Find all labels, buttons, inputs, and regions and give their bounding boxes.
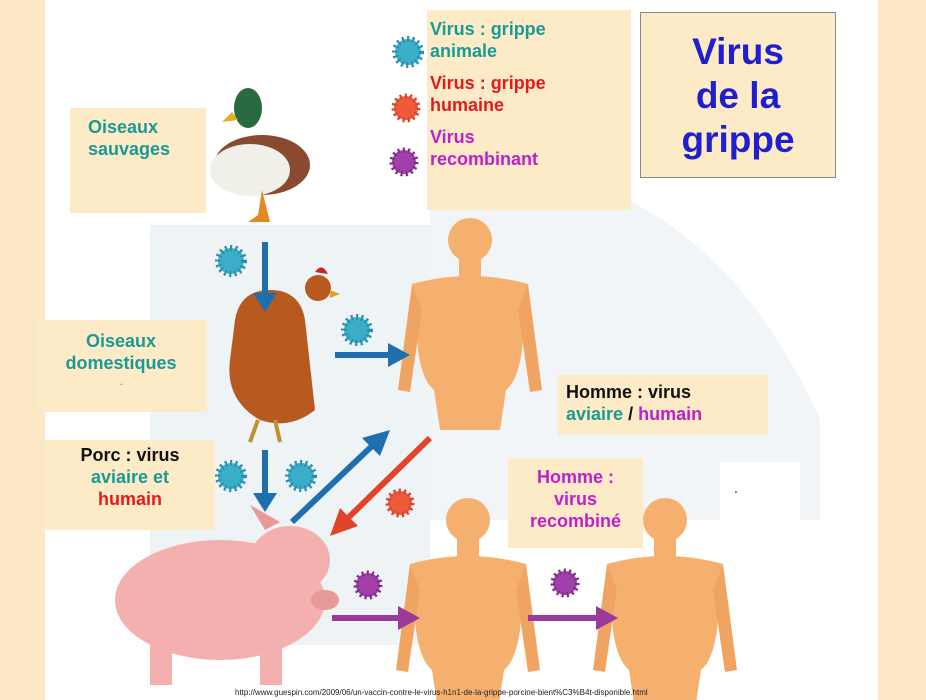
animal-virus-icon: [218, 248, 244, 274]
animal-virus-icon: [344, 317, 370, 343]
human-virus-icon: [388, 491, 412, 515]
animal-virus-icon: [218, 463, 244, 489]
pig-label-human: humain: [45, 488, 215, 510]
title-line-1: Virus: [641, 30, 835, 74]
recombinant-virus-icon: [553, 571, 577, 595]
recombinant-virus-icon: [392, 150, 416, 174]
note-dot: .: [734, 480, 738, 496]
human-recombined-text: Homme : virus recombiné: [517, 466, 635, 532]
legend-box: Virus : grippe animale Virus : grippe hu…: [427, 10, 631, 210]
wild-birds-text: Oiseaux sauvages: [88, 116, 188, 160]
pig-label: Porc : virus aviaire et humain: [45, 440, 215, 530]
legend-recombinant-virus: Virus recombinant: [430, 126, 540, 170]
legend-human-virus: Virus : grippe humaine: [430, 72, 595, 116]
animal-virus-icon: [288, 463, 314, 489]
wild-birds-label: Oiseaux sauvages: [70, 108, 206, 213]
recombinant-virus-icon: [356, 573, 380, 597]
human-avian-human: humain: [638, 404, 702, 424]
title-line-3: grippe: [641, 118, 835, 162]
human-recombined-label: Homme : virus recombiné: [508, 458, 643, 548]
animal-virus-icon: [395, 39, 421, 65]
note-box: .: [720, 462, 800, 547]
title-box: Virus de la grippe: [640, 12, 836, 178]
domestic-birds-dot: .: [35, 374, 207, 388]
human-virus-icon: [394, 96, 418, 120]
human-avian-avian: aviaire: [566, 404, 623, 424]
pig-label-avian: aviaire et: [45, 466, 215, 488]
duck-icon: [210, 88, 310, 222]
source-url[interactable]: http://www.guespin.com/2009/06/un-vaccin…: [235, 688, 648, 697]
domestic-birds-label: Oiseaux domestiques .: [35, 320, 207, 412]
human-avian-prefix: Homme : virus: [566, 381, 768, 403]
legend-animal-virus: Virus : grippe animale: [430, 18, 600, 62]
domestic-birds-text: Oiseaux domestiques: [41, 330, 201, 374]
human-avian-sep: /: [623, 404, 638, 424]
human-avian-label: Homme : virus aviaire / humain: [558, 375, 768, 435]
pig-label-prefix: Porc : virus: [45, 444, 215, 466]
title-line-2: de la: [641, 74, 835, 118]
